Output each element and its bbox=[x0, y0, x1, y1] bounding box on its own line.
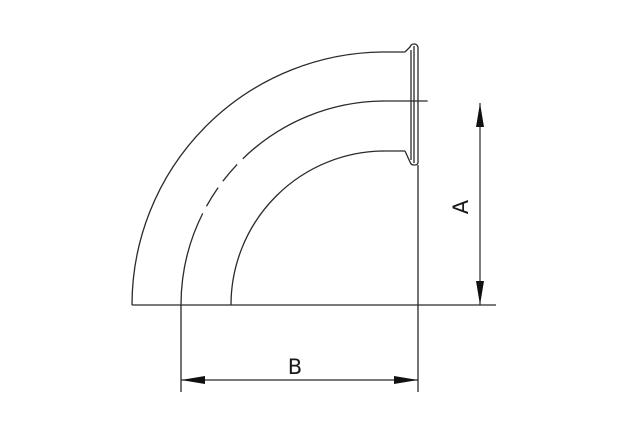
outer-wall-arc bbox=[131, 51, 405, 306]
dimension-a-label: A bbox=[449, 199, 473, 214]
centerline-arc bbox=[180, 100, 496, 306]
inner-wall-arc bbox=[230, 150, 405, 306]
ferrule-flange bbox=[404, 43, 419, 166]
dimension-b-label: B bbox=[288, 355, 302, 379]
